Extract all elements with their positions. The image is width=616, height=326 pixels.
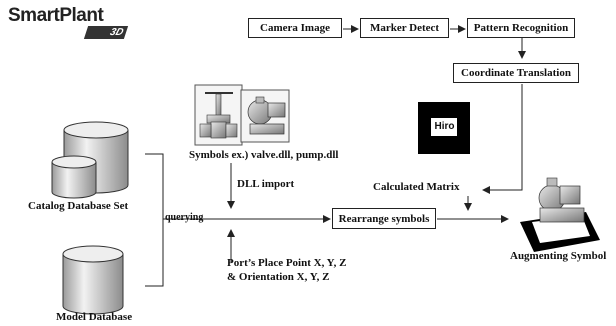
- valve-icon: [194, 84, 243, 146]
- hiro-marker-icon: [418, 102, 470, 154]
- pattern-recognition-box: Pattern Recognition: [467, 18, 575, 38]
- marker-detect-box: Marker Detect: [360, 18, 449, 38]
- model-database-label: Model Database: [56, 311, 133, 323]
- catalog-database-label: Catalog Database Set: [28, 200, 129, 212]
- querying-label: querying: [165, 212, 204, 223]
- catalog-database-icon: [51, 121, 129, 199]
- dll-import-label: DLL import: [237, 178, 295, 190]
- rearrange-symbols-box: Rearrange symbols: [332, 208, 436, 229]
- pipeline-arrows: [145, 25, 526, 287]
- augmenting-symbol-label: Augmenting Symbol: [510, 250, 607, 262]
- hiro-marker-text: Hiro: [434, 121, 455, 132]
- smartplant-logo: SmartPlant 3D: [8, 5, 129, 39]
- camera-image-box: Camera Image: [248, 18, 342, 38]
- symbols-label: Symbols ex.) valve.dll, pump.dll: [189, 149, 339, 161]
- model-database-icon: [62, 245, 124, 315]
- port-place-label: Port’s Place Point X, Y, Z: [227, 257, 347, 269]
- logo-title: SmartPlant: [8, 5, 104, 26]
- coordinate-translation-box: Coordinate Translation: [453, 63, 579, 83]
- calculated-matrix-label: Calculated Matrix: [373, 181, 460, 193]
- augmenting-symbol-icon: [520, 177, 600, 252]
- pump-icon: [240, 89, 290, 143]
- orientation-label: & Orientation X, Y, Z: [227, 271, 330, 283]
